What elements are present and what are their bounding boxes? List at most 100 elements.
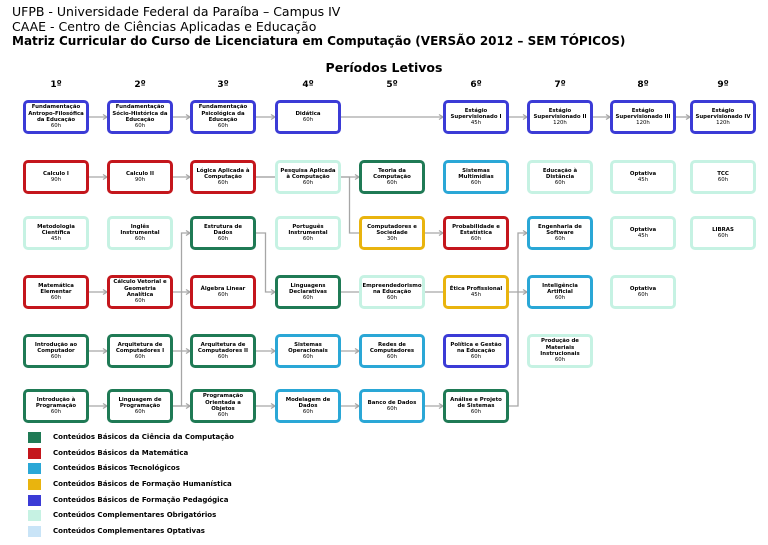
course-name: Estágio Supervisionado IV — [695, 107, 751, 120]
course-hours: 45h — [637, 177, 649, 183]
legend-label: Conteúdos Básicos de Formação Pedagógica — [53, 495, 229, 504]
course-name: Produção de Materiais Instrucionais — [540, 338, 580, 357]
legend-label: Conteúdos Básicos da Ciência da Computaç… — [53, 433, 234, 441]
period-5-label: 5º — [386, 80, 398, 90]
course-hours: 120h — [716, 120, 730, 127]
course-hours: 60h — [637, 292, 649, 298]
legend-swatch — [28, 479, 41, 491]
legend-label: Conteúdos Básicos da Matemática — [53, 448, 189, 457]
course-name: TCC — [717, 170, 729, 177]
course-hours: 60h — [386, 180, 398, 187]
course-hours: 60h — [386, 295, 398, 302]
legend-label: Conteúdos Básicos de Formação Humanístic… — [53, 480, 232, 489]
course-name: Metodologia Científica — [37, 223, 75, 236]
period-2-label: 2º — [134, 80, 146, 90]
course-hours: 60h — [302, 295, 314, 302]
legend-swatch — [28, 447, 41, 459]
legend-swatch — [28, 526, 41, 538]
course-name: Modelagem de Dados — [285, 396, 331, 409]
course-name: Matemática Elementar — [38, 282, 74, 295]
curriculum-title: Matriz Curricular do Curso de Licenciatu… — [12, 34, 626, 48]
course-hours: 60h — [554, 180, 566, 187]
course-hours: 60h — [50, 123, 62, 130]
connection-estrutura-dados-to-ling-declarativas — [256, 232, 275, 293]
course-name: Estágio Supervisionado I — [450, 107, 502, 120]
course-hours: 60h — [554, 295, 566, 302]
period-4-label: 4º — [302, 80, 314, 90]
course-name: Sistemas Multimídias — [458, 167, 494, 180]
course-name: Estrutura de Dados — [203, 223, 243, 236]
course-hours: 60h — [217, 412, 229, 419]
course-hours: 60h — [554, 357, 566, 364]
course-name: Álgebra Linear — [200, 285, 246, 292]
course-name: Calculo II — [126, 170, 154, 177]
course-name: Cálculo Vetorial e Geometria Analítica — [113, 279, 167, 298]
course-name: Redes de Computadores — [369, 341, 415, 354]
legend-label: Conteúdos Complementares Optativas — [53, 527, 205, 536]
course-name: Estágio Supervisionado II — [533, 107, 587, 120]
course-hours: 60h — [302, 117, 314, 123]
course-hours: 60h — [50, 354, 62, 361]
course-hours: 60h — [302, 409, 314, 416]
legend-swatch — [28, 494, 41, 506]
course-hours: 60h — [470, 180, 482, 187]
course-hours: 60h — [50, 409, 62, 416]
course-name: Linguagem de Programação — [118, 396, 162, 409]
course-name: Sistemas Operacionais — [288, 341, 328, 354]
course-hours: 60h — [470, 409, 482, 416]
legend-label: Conteúdos Complementares Obrigatórios — [53, 511, 217, 520]
period-1-label: 1º — [50, 80, 62, 90]
course-name: Linguagens Declarativas — [289, 282, 327, 295]
course-name: Inglês Instrumental — [120, 223, 160, 236]
course-name: Português Instrumental — [288, 223, 328, 236]
course-hours: 45h — [470, 292, 482, 298]
period-6-label: 6º — [470, 80, 482, 90]
course-name: Arquitetura de Computadores II — [197, 341, 249, 354]
course-name: Calculo I — [43, 170, 69, 177]
period-7-label: 7º — [554, 80, 566, 90]
course-name: Optativa — [629, 285, 657, 292]
course-hours: 45h — [637, 233, 649, 239]
period-3-label: 3º — [217, 80, 229, 90]
course-hours: 60h — [134, 409, 146, 416]
legend-swatch — [28, 463, 41, 475]
course-hours: 60h — [134, 123, 146, 130]
course-hours: 60h — [470, 236, 482, 243]
course-hours: 60h — [302, 236, 314, 243]
course-name: Empreendedorismo na Educação — [362, 282, 422, 295]
period-8-label: 8º — [637, 80, 649, 90]
course-name: Optativa — [629, 226, 657, 233]
legend-swatch — [28, 432, 41, 443]
course-name: Teoria da Computação — [373, 167, 411, 180]
